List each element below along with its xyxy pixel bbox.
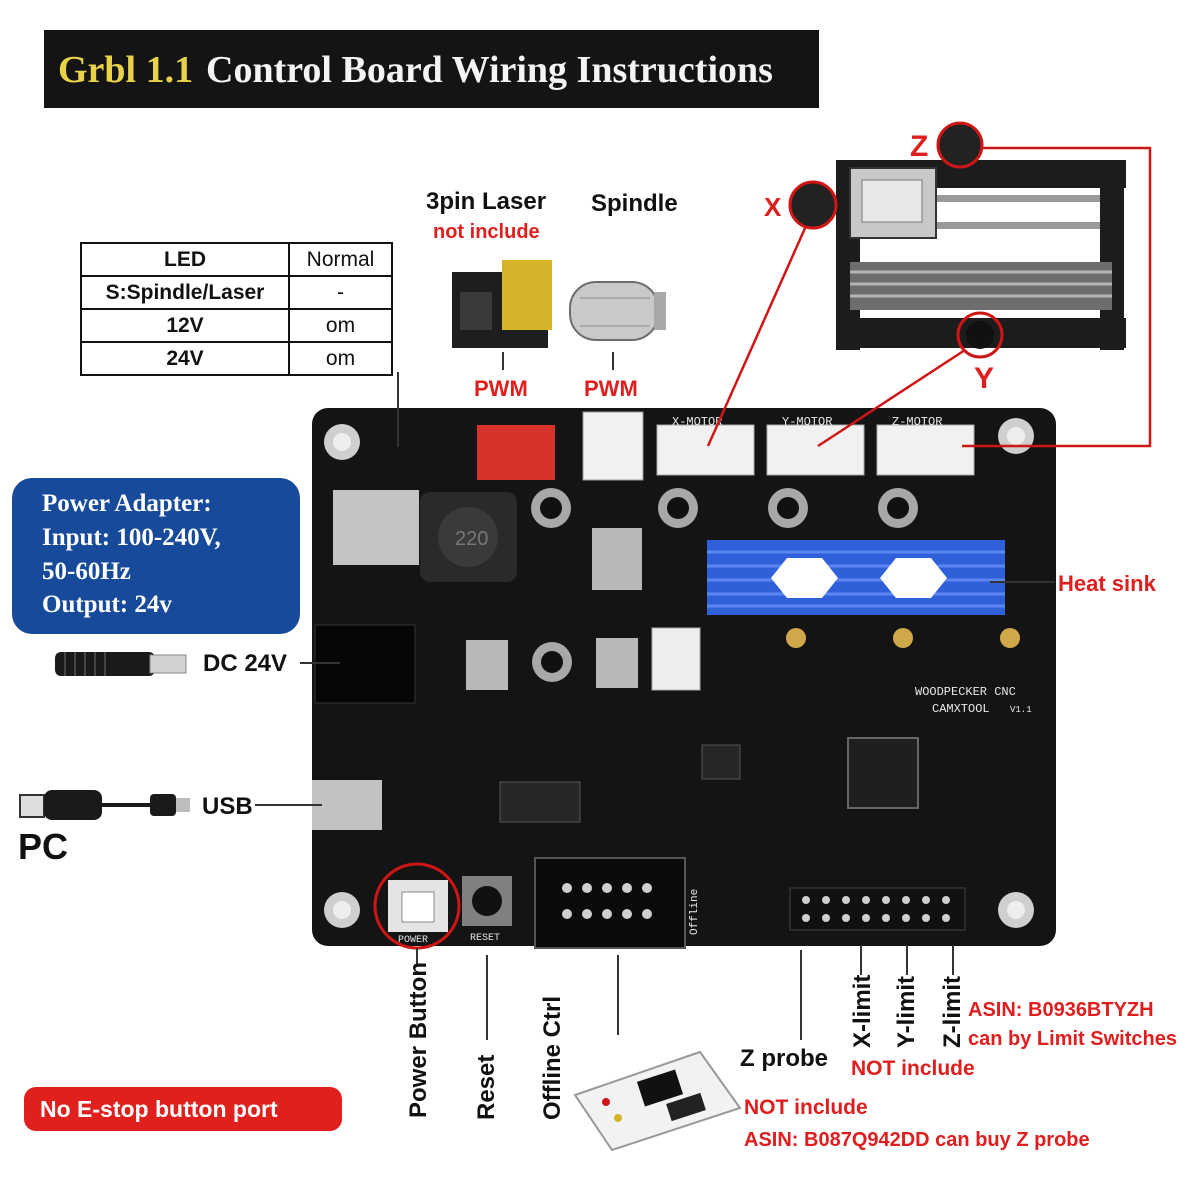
table-cell: 24V	[80, 341, 290, 376]
dc-label: DC 24V	[203, 650, 288, 677]
table-cell: LED	[80, 242, 290, 277]
laser-pwm-label: PWM	[474, 376, 528, 401]
inductor-silk: 220	[455, 528, 488, 550]
brand-silk: WOODPECKER CNC	[915, 685, 1016, 699]
reset-silk: RESET	[470, 933, 500, 944]
title-accent: Grbl 1.1	[58, 49, 194, 91]
leader-lines	[255, 352, 1055, 1040]
spindle-motor	[569, 281, 666, 341]
spindle-pwm-label: PWM	[584, 376, 638, 401]
model-silk: CAMXTOOL	[932, 702, 990, 716]
probe-not-include: NOT include	[744, 1096, 868, 1119]
x-axis-label: X	[764, 192, 782, 222]
table-cell: -	[288, 275, 393, 310]
table-cell: om	[288, 341, 393, 376]
usb-label: USB	[202, 793, 253, 820]
power-adapter-output: Output: 24v	[42, 591, 172, 618]
heat-sink-label: Heat sink	[1058, 571, 1156, 596]
power-adapter-title: Power Adapter:	[42, 490, 212, 517]
laser-note: not include	[433, 221, 540, 243]
title-text: Control Board Wiring Instructions	[206, 49, 773, 91]
y-limit-label: Y-limit	[893, 975, 920, 1048]
power-adapter-freq: 50-60Hz	[42, 558, 131, 585]
z-probe-label: Z probe	[740, 1045, 828, 1072]
x-limit-label: X-limit	[849, 974, 876, 1048]
offline-controller	[573, 1050, 742, 1152]
probe-asin: ASIN: B087Q942DD can buy Z probe	[744, 1129, 1090, 1151]
offline-ctrl-label: Offline Ctrl	[539, 996, 566, 1120]
y-axis-label: Y	[974, 362, 995, 395]
estop-banner: No E-stop button port	[24, 1087, 342, 1131]
x-motor-silk: X-MOTOR	[672, 415, 722, 429]
control-board: X-MOTOR Y-MOTOR Z-MOTOR 220 WOODPECKER C…	[312, 408, 1056, 949]
power-button-label: Power Button	[405, 962, 432, 1118]
laser-title: 3pin Laser	[426, 188, 547, 215]
reset-label: Reset	[473, 1054, 500, 1120]
usb-cable	[19, 790, 190, 820]
power-adapter-box: Power Adapter: Input: 100-240V, 50-60Hz …	[12, 478, 300, 634]
y-motor-highlight	[956, 311, 1004, 359]
z-limit-label: Z-limit	[939, 976, 966, 1048]
limit-note: can by Limit Switches	[968, 1028, 1177, 1050]
x-motor-highlight	[788, 180, 838, 230]
table-cell: om	[288, 308, 393, 343]
motor-wiring	[706, 146, 1152, 448]
version-silk: V1.1	[1010, 705, 1032, 715]
estop-text: No E-stop button port	[40, 1096, 278, 1122]
dc-plug	[55, 652, 187, 676]
table-cell: S:Spindle/Laser	[80, 275, 290, 310]
pc-label: PC	[18, 826, 69, 867]
title-bar: Grbl 1.1 Control Board Wiring Instructio…	[44, 30, 819, 108]
limit-asin: ASIN: B0936BTYZH	[968, 999, 1154, 1021]
laser-module	[452, 260, 552, 348]
cnc-machine	[836, 160, 1126, 350]
power-silk: POWER	[398, 935, 428, 946]
z-motor-silk: Z-MOTOR	[892, 415, 942, 429]
limit-not-include: NOT include	[851, 1057, 975, 1080]
power-adapter-input: Input: 100-240V,	[42, 524, 221, 551]
table-row: S:Spindle/Laser-	[80, 275, 393, 310]
z-axis-label: Z	[910, 130, 929, 163]
y-motor-silk: Y-MOTOR	[782, 415, 832, 429]
table-cell: Normal	[288, 242, 393, 277]
z-motor-highlight	[936, 121, 984, 169]
offline-silk: Offline	[689, 889, 701, 935]
spindle-title: Spindle	[591, 190, 678, 217]
table-cell: 12V	[80, 308, 290, 343]
